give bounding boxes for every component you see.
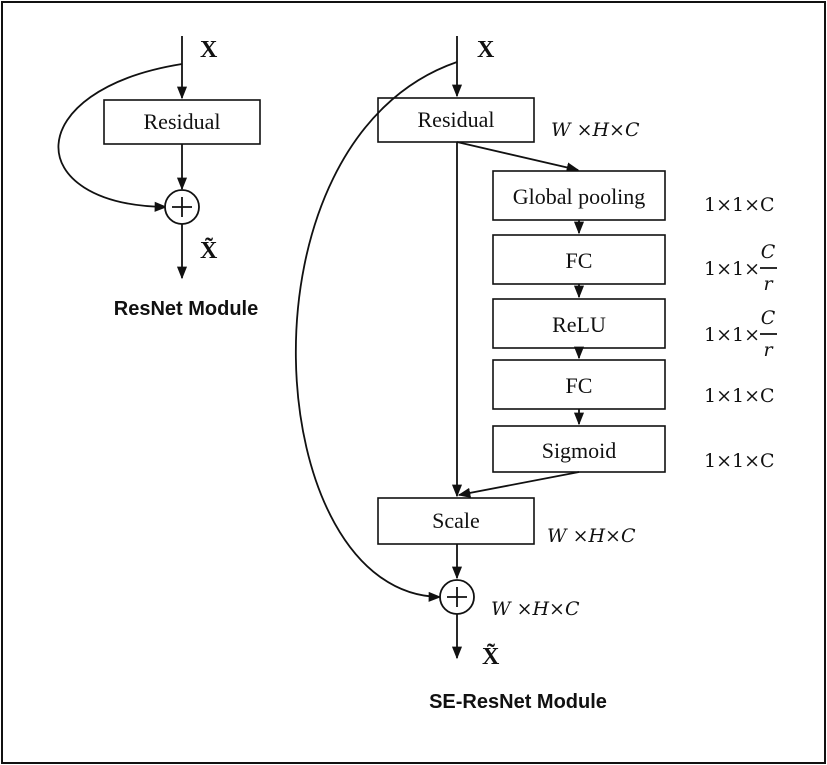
resnet-residual-box [103,99,261,145]
se-branch-arrow [456,141,580,173]
se-skip-connection [294,61,458,602]
se-caption: SE-ResNet Module [429,691,607,713]
resnet-caption: ResNet Module [114,298,258,320]
se-sigmoid-dim: 1×1×C [704,450,775,472]
se-relu-label: ReLU [552,312,606,337]
se-fc1-label: FC [566,248,593,273]
se-global-pooling-dim: 1×1×C [704,194,775,216]
se-global-pooling-label: Global pooling [513,184,646,209]
se-fc1-dim-numerator: C [761,241,776,263]
resnet-residual-label: Residual [144,109,221,134]
se-sum-node [439,579,475,615]
se-input-label: X [477,37,495,63]
resnet-module: X Residual X̃ ResNet Module [57,36,261,320]
se-global-pooling-box [492,170,666,221]
se-scale-dim: W ×H×C [547,525,636,547]
se-residual-label: Residual [418,107,495,132]
resnet-input-label: X [200,37,218,63]
se-fc1-dim-prefix: 1×1× [704,258,760,280]
se-scale-box [377,497,535,545]
se-relu-dim-numerator: C [761,307,776,329]
se-sigmoid-to-scale-arrow [457,471,580,498]
se-relu-dim-denominator: r [763,339,774,361]
se-fc2-label: FC [566,373,593,398]
se-fc2-box [492,359,666,410]
se-sigmoid-label: Sigmoid [542,438,617,463]
se-residual-box [377,97,535,143]
se-relu-dim-prefix: 1×1× [704,324,760,346]
se-resnet-module: X Residual W ×H×C Global pooling 1×1×C F… [294,36,777,713]
se-fc2-dim: 1×1×C [704,385,775,407]
se-relu-box [492,298,666,349]
se-sigmoid-box [492,425,666,473]
se-residual-dim: W ×H×C [551,119,640,141]
resnet-output-label: X̃ [200,238,218,264]
resnet-skip-connection [57,63,183,212]
se-scale-label: Scale [432,508,480,533]
se-sum-dim: W ×H×C [491,598,580,620]
se-fc1-dim-denominator: r [763,273,774,295]
se-output-label: X̃ [482,644,500,670]
resnet-sum-node [164,189,200,225]
